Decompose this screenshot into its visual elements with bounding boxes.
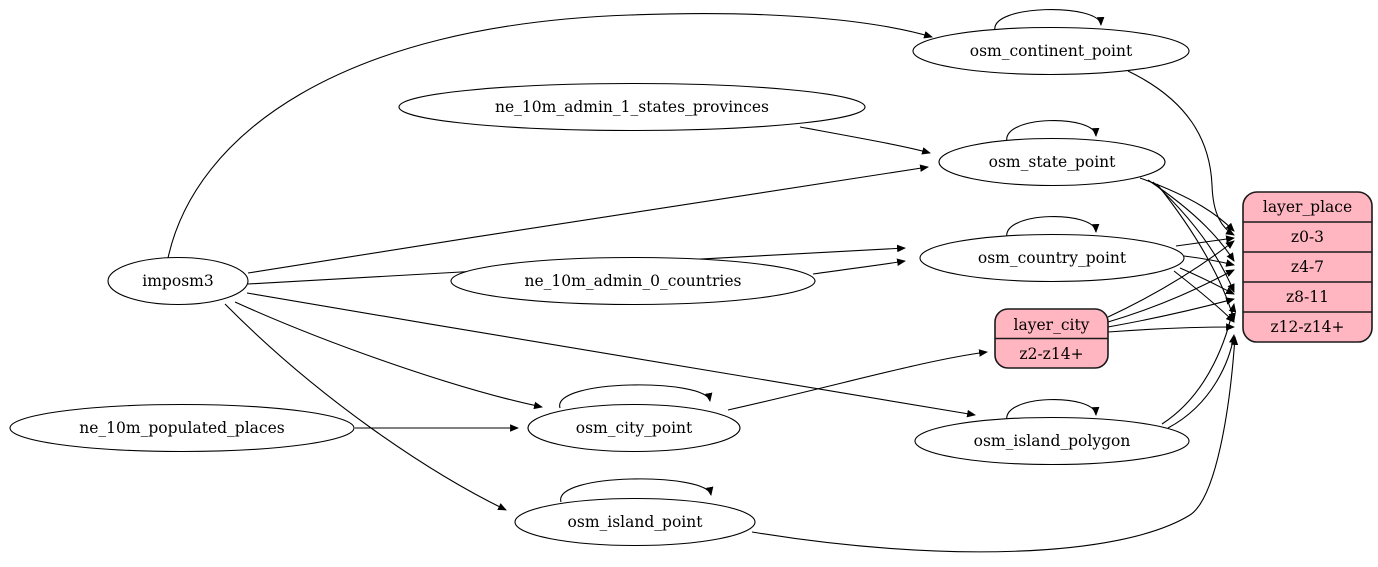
node-layer_place-header: layer_place [1263,198,1352,216]
node-layer_place-row-z12-z14: z12-z14+ [1270,318,1344,336]
node-layer_place-row-z8-11: z8-11 [1286,288,1329,306]
node-osm_continent_point: osm_continent_point [912,26,1190,76]
edges-layer [167,8,1239,553]
node-osm_state_point: osm_state_point [938,137,1166,187]
edge-osm_state_point-layer_place-z12-z14 [1156,183,1236,322]
edge-osm_country_point-layer_place-z4-7 [1183,255,1235,267]
node-ne_10m_populated_places-label: ne_10m_populated_places [79,419,284,437]
node-osm_city_point: osm_city_point [527,403,741,453]
node-osm_state_point-label: osm_state_point [989,153,1117,171]
selfloop-osm_island_polygon [1006,399,1100,422]
edge-imposm3-osm_island_polygon [246,292,976,418]
node-imposm3-label: imposm3 [142,272,213,290]
node-osm_island_polygon: osm_island_polygon [914,416,1190,466]
edge-ne_10m_admin_0_countries-osm_country_point [812,258,906,275]
edge-osm_city_point-layer_city [727,349,988,411]
selfloop-osm_island_point [560,478,714,503]
node-osm_island_point-label: osm_island_point [568,513,704,531]
edge-osm_state_point-layer_place-z4-7 [1147,179,1235,262]
node-osm_island_polygon-label: osm_island_polygon [974,432,1131,450]
edge-osm_country_point-layer_place-z8-11 [1179,267,1235,295]
nodes-layer: imposm3 ne_10m_admin_1_states_provinces … [9,26,1373,547]
node-osm_island_point: osm_island_point [514,497,756,547]
selfloop-osm_state_point [1006,120,1100,143]
edge-imposm3-osm_island_point [224,303,507,511]
node-layer_place: layer_place z0-3 z4-7 z8-11 z12-z14+ [1242,191,1373,343]
edge-osm_state_point-layer_place-z8-11 [1152,181,1235,293]
node-ne_10m_admin_0_countries: ne_10m_admin_0_countries [450,256,816,306]
edge-layer_city-layer_place-z8-11 [1107,297,1235,328]
edge-imposm3-osm_state_point [247,164,929,274]
edge-osm_country_point-layer_place-z0-3 [1175,235,1235,247]
edge-ne_10m_admin_1_states_provinces-osm_state_point [799,126,931,155]
edge-osm_continent_point-layer_place-z0-3 [1127,70,1235,236]
node-ne_10m_admin_0_countries-label: ne_10m_admin_0_countries [525,272,742,290]
node-osm_continent_point-label: osm_continent_point [970,42,1133,60]
edge-osm_island_point-layer_place-z12-z14 [751,336,1239,553]
edge-osm_country_point-layer_place-z12-z14 [1173,270,1235,323]
node-ne_10m_admin_1_states_provinces-label: ne_10m_admin_1_states_provinces [495,98,769,116]
node-layer_place-row-z0-3: z0-3 [1291,228,1324,246]
node-ne_10m_populated_places: ne_10m_populated_places [9,403,355,453]
edge-osm_island_polygon-layer_place-z12-z14 [1167,334,1237,429]
node-osm_country_point-label: osm_country_point [978,249,1127,267]
edge-imposm3-osm_continent_point [167,13,933,259]
node-osm_country_point: osm_country_point [919,233,1185,283]
node-imposm3: imposm3 [107,256,249,306]
node-layer_city-header: layer_city [1014,316,1090,334]
selfloop-osm_continent_point [994,8,1105,32]
node-layer_city: layer_city z2-z14+ [994,308,1109,369]
node-layer_city-row-z2-z14: z2-z14+ [1019,345,1083,363]
node-layer_place-row-z4-7: z4-7 [1291,258,1324,276]
selfloop-osm_country_point [1006,216,1100,239]
node-osm_city_point-label: osm_city_point [576,419,693,437]
edge-imposm3-osm_city_point [234,301,543,410]
edge-layer_city-layer_place-z12-z14 [1107,323,1235,333]
edge-osm_state_point-layer_place-z0-3 [1139,177,1235,232]
node-ne_10m_admin_1_states_provinces: ne_10m_admin_1_states_provinces [398,82,866,132]
selfloop-osm_city_point [559,384,713,409]
edge-layer_city-layer_place-z0-3 [1107,240,1235,318]
